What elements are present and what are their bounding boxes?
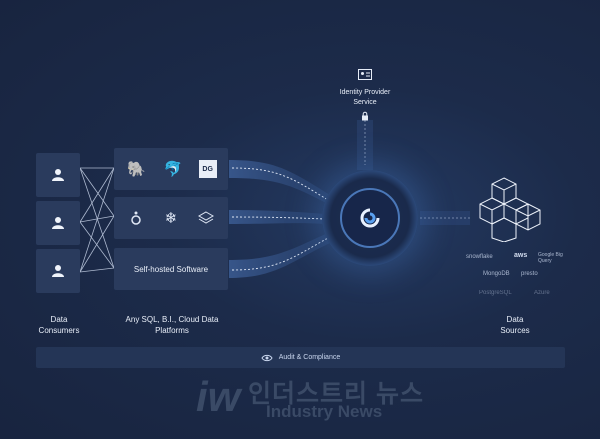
source-logo-presto: presto (521, 271, 538, 277)
audit-label: Audit & Compliance (278, 354, 341, 361)
source-logo-snowflake: snowflake (466, 254, 493, 260)
tool-row-2: ❄ (114, 197, 228, 239)
postgres-elephant-icon: 🐘 (126, 161, 146, 178)
self-hosted-label: Self-hosted Software (133, 264, 209, 274)
lock-icon (360, 108, 370, 121)
user-icon (52, 169, 64, 181)
industry-news-watermark: iw 인더스트리 뉴스 Industry News (196, 372, 436, 432)
self-hosted-software-box: Self-hosted Software (114, 248, 228, 290)
consumer-box-3 (36, 249, 80, 293)
source-logo-azure: Azure (534, 290, 550, 296)
source-logo-google-bigquery: Google Big Query (538, 252, 563, 264)
source-logo-postgresql: PostgreSQL (479, 290, 512, 296)
tools-label: Any SQL, B.I., Cloud Data Platforms (125, 315, 219, 335)
product-logo-icon (360, 208, 380, 228)
layers-icon (195, 207, 217, 229)
user-icon (52, 217, 64, 229)
identity-label: Identity Provider Service (339, 89, 391, 106)
mysql-dolphin-icon: 🐬 (163, 161, 183, 178)
id-card-icon (357, 68, 373, 80)
consumers-label: Data Consumers (38, 315, 80, 335)
eye-icon (261, 354, 273, 361)
brand-mark: iw (196, 373, 241, 420)
snowflake-tool-icon: ❄ (164, 210, 178, 227)
looker-icon (125, 207, 147, 229)
hub-center (340, 188, 400, 248)
brand-english: Industry News (266, 402, 383, 421)
cubes-icon (478, 176, 554, 243)
consumer-box-2 (36, 201, 80, 245)
source-logo-mongodb: MongoDB (483, 271, 510, 277)
user-icon (52, 265, 64, 277)
source-logo-aws: aws (514, 252, 528, 259)
tool-row-1: 🐘 🐬 DG (114, 148, 228, 190)
dg-logo-icon: DG (198, 160, 217, 178)
consumer-box-1 (36, 153, 80, 197)
brand-korean: 인더스트리 뉴스 (248, 380, 424, 408)
audit-compliance-bar: Audit & Compliance (36, 347, 565, 368)
sources-label: Data Sources (500, 315, 530, 335)
